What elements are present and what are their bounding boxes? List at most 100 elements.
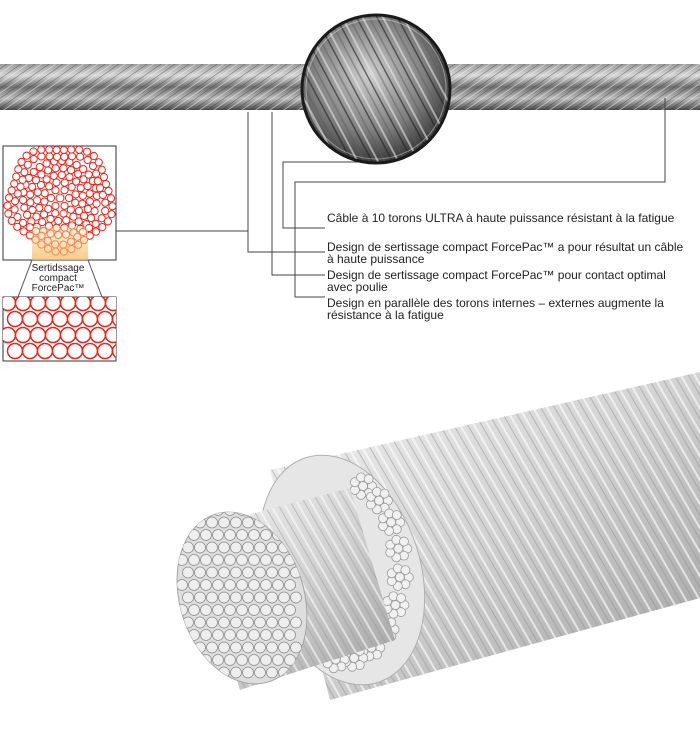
wire-circle [17,157,26,167]
wire-circle [29,147,38,156]
wire-circle [67,183,76,192]
wire-circle [96,310,114,328]
wire-circle [218,541,230,554]
wire-circle [51,310,69,328]
wire-circle [20,203,29,212]
wire-circle [22,151,31,160]
wire-circle [96,342,114,360]
wire-circle [82,147,92,156]
wire-circle [224,654,236,666]
wire-circle [230,591,242,604]
wire-circle [98,190,107,200]
wire-circle [260,604,272,616]
wire-circle [7,216,16,226]
wire-circle [188,654,200,666]
wire-circle [74,297,92,312]
wire-circle [266,541,278,554]
wire-circle [374,495,384,506]
wire-circle [104,186,113,196]
wire-circle [97,165,106,174]
wire-circle [188,604,200,616]
wire-circle [35,162,44,172]
wire-circle [188,529,200,541]
wire-circle [266,666,278,679]
wire-circle [242,541,254,554]
wire-circle [66,342,84,360]
wire-circle [28,182,37,192]
wire-circle [242,616,254,629]
wire-circle [71,190,80,199]
wire-circle [99,173,108,182]
wire-circle [194,566,206,579]
wire-circle [13,212,22,222]
wire-circle [89,297,107,312]
wire-circle [26,198,35,207]
wire-circle [28,205,37,215]
wire-circle [19,218,28,228]
zoom-connector [17,259,103,298]
wire-circle [75,146,84,154]
wire-circle [83,155,92,165]
wire-circle [206,516,218,529]
wire-circle [266,616,278,629]
wire-circle [79,165,88,174]
wire-circle [98,223,107,232]
wire-circle [10,205,19,214]
wire-circle [36,342,54,360]
wire-circle [33,188,42,197]
wire-circle [90,207,99,216]
wire-circle [206,541,218,554]
wire-circle [248,654,260,666]
wire-circle [200,629,212,641]
wire-circle [212,529,224,541]
wire-circle [176,579,188,591]
wire-circle [4,193,14,202]
label-parallel-strands: Design en parallèle des torons internes … [327,296,664,322]
wire-circle [206,591,218,604]
wire-circle [236,554,248,566]
wire-circle [106,194,116,203]
wire-circle [65,172,74,182]
wire-circle [83,204,92,214]
wire-circle [59,146,68,155]
wire-circle [72,160,81,170]
wire-circle [236,629,248,641]
wire-circle [242,641,254,654]
wire-circle [386,517,397,528]
wire-circle [88,161,98,171]
wire-circle [206,566,218,579]
wire-circle [260,654,272,666]
wire-circle [18,175,27,184]
wire-circle [46,214,55,224]
wire-circle [66,310,84,328]
wire-circle [242,566,254,579]
wire-circle [254,566,266,579]
wire-circle [200,654,212,666]
wire-circle [272,579,284,591]
wire-circle [266,566,278,579]
wire-circle [91,227,101,236]
wire-circle [272,604,284,616]
wire-circle [51,342,69,360]
wire-circle [60,152,69,161]
label-forcepac-sheave-contact: Design de sertissage compact ForcePac™ p… [327,268,666,294]
wire-circle [10,179,19,188]
wire-circle [21,310,39,328]
wire-circle [37,146,46,154]
wire-circle [182,566,194,579]
wire-circle [74,206,84,216]
wire-circle [21,342,39,360]
wire-circle [36,180,46,190]
wire-circle [284,629,296,641]
wire-circle [200,504,212,516]
wire-circle [60,178,69,187]
leader-lines [116,98,666,298]
wire-circle [363,474,374,484]
wire-circle [45,152,54,161]
wire-circle [394,572,405,583]
wire-circle [206,616,218,629]
wire-circle [12,172,21,181]
wire-circle [224,529,236,541]
wire-circle [42,175,51,184]
